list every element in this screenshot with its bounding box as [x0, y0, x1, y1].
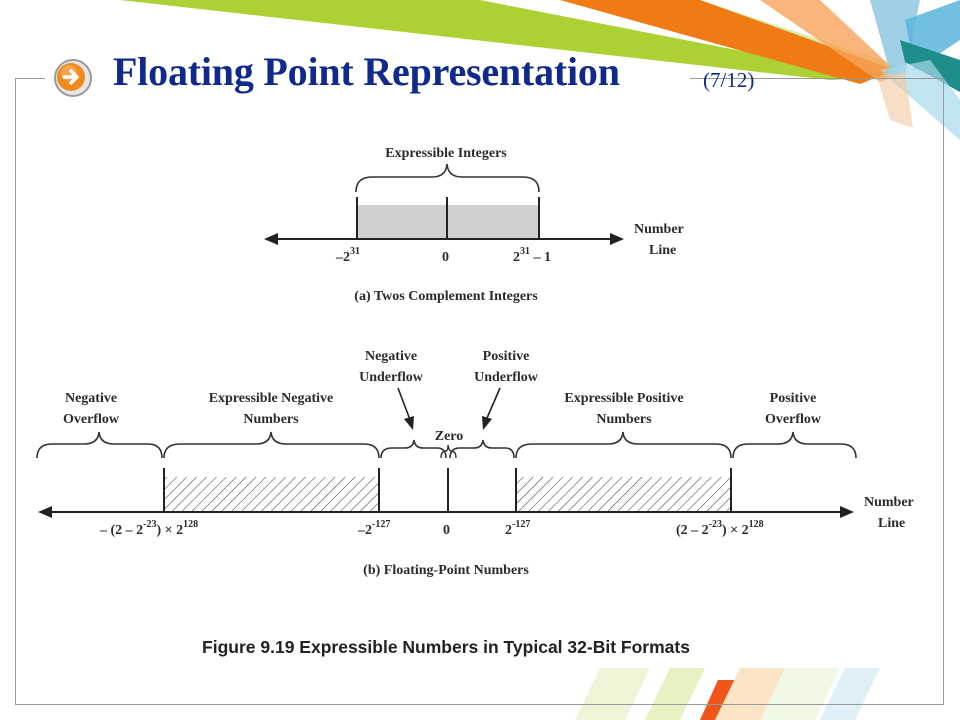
arrow-left-b — [38, 506, 52, 518]
positive-overflow-label-2: Overflow — [765, 412, 822, 427]
tick-label-neg-small-b: –2-127 — [357, 519, 390, 538]
tick-label-max-b: (2 – 2-23) × 2128 — [676, 519, 764, 538]
expressible-positive-label-1: Expressible Positive — [564, 391, 683, 406]
light-orange-ribbon — [760, 0, 900, 82]
zero-brace — [440, 444, 457, 459]
diagram-b: Negative Underflow Positive Underflow Ne… — [36, 349, 914, 578]
expressible-positive-brace — [515, 431, 732, 459]
green-ribbon — [120, 0, 880, 80]
positive-overflow-label-1: Positive — [770, 391, 817, 406]
positive-underflow-label-2: Underflow — [474, 370, 539, 385]
frame-top-left — [15, 78, 45, 79]
arrow-left-a — [264, 233, 278, 245]
positive-underflow-brace — [449, 439, 515, 459]
orange-ribbon — [560, 0, 895, 84]
tick-label-min-b: – (2 – 2-23) × 2128 — [99, 519, 198, 538]
frame-top-right — [690, 78, 944, 79]
expressible-positive-region — [516, 477, 731, 512]
bottom-stripe-4 — [760, 668, 840, 720]
negative-underflow-label-1: Negative — [365, 349, 417, 364]
diagram-a: Expressible Integers Number Line –231 0 … — [264, 146, 684, 304]
positive-underflow-arrowhead — [482, 416, 492, 430]
negative-overflow-brace — [36, 431, 163, 459]
tick-label-pos-small-b: 2-127 — [505, 519, 530, 538]
expressible-positive-label-2: Numbers — [596, 412, 652, 427]
caption-a: (a) Twos Complement Integers — [354, 289, 538, 304]
page-counter: (7/12) — [703, 68, 755, 92]
expressible-negative-brace — [163, 431, 380, 459]
axis-label-a-2: Line — [649, 243, 676, 258]
tick-label-zero-a: 0 — [442, 250, 449, 265]
expressible-negative-label-2: Numbers — [243, 412, 299, 427]
tick-label-zero-b: 0 — [443, 523, 450, 538]
bottom-stripe-2 — [645, 668, 705, 720]
expressible-integers-label: Expressible Integers — [385, 146, 507, 161]
caption-b: (b) Floating-Point Numbers — [363, 563, 529, 578]
arrow-circle-icon — [54, 59, 92, 97]
expressible-negative-label-1: Expressible Negative — [209, 391, 334, 406]
bottom-stripe-5 — [820, 668, 880, 720]
positive-overflow-brace — [732, 431, 857, 459]
zero-label: Zero — [435, 429, 464, 444]
peach-ribbon — [878, 72, 913, 128]
tick-label-min-a: –231 — [335, 246, 360, 265]
negative-overflow-label-1: Negative — [65, 391, 117, 406]
page-title: Floating Point Representation — [113, 49, 620, 94]
axis-label-a-1: Number — [634, 222, 684, 237]
negative-overflow-label-2: Overflow — [63, 412, 120, 427]
axis-label-b-2: Line — [878, 516, 905, 531]
negative-underflow-arrowhead — [404, 416, 414, 430]
integers-brace — [355, 163, 540, 193]
negative-underflow-label-2: Underflow — [359, 370, 424, 385]
content-frame — [15, 78, 944, 705]
bottom-stripe-1 — [575, 668, 650, 720]
tick-label-max-a: 231 – 1 — [513, 246, 551, 265]
arrow-right-b — [840, 506, 854, 518]
expressible-negative-region — [164, 477, 379, 512]
arrow-right-a — [610, 233, 624, 245]
positive-underflow-label-1: Positive — [483, 349, 530, 364]
negative-underflow-brace — [380, 439, 447, 459]
axis-label-b-1: Number — [864, 495, 914, 510]
figure-caption: Figure 9.19 Expressible Numbers in Typic… — [202, 637, 690, 657]
